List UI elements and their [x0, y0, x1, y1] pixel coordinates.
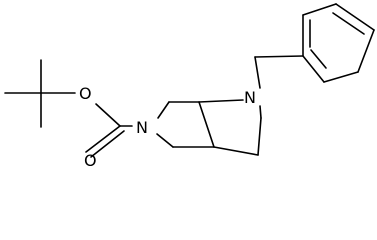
ring-bond-c2-c3 — [198, 101, 215, 148]
ring-bond-c4-n5 — [156, 133, 174, 148]
benzyl-group — [254, 3, 375, 89]
n-to-ch2-bond — [254, 56, 261, 89]
ring-bond-n1-c6 — [259, 105, 262, 119]
phenyl-bond-3 — [357, 29, 375, 73]
phenyl-bond-4 — [335, 3, 375, 31]
phenyl-inner-double-bond-a — [310, 49, 327, 69]
ester-oxygen-to-carbonyl-bond — [95, 103, 121, 127]
pyrrolidine-nitrogen-label: N — [136, 118, 148, 137]
ester-oxygen-label: O — [79, 84, 92, 103]
ring-bond-c2-n1 — [198, 99, 244, 103]
phenyl-bond-1 — [302, 55, 325, 83]
phenyl-inner-double-bond-b — [332, 12, 365, 35]
carbonyl-oxygen-label: O — [84, 151, 97, 170]
ring-bond-c6-c7 — [257, 117, 262, 156]
carbonyl-double-bond-left — [85, 125, 121, 153]
benzyl-nitrogen-label: N — [244, 88, 256, 107]
ch2-to-phenyl-bond — [254, 55, 304, 58]
tert-butyl-group — [4, 59, 76, 128]
chemical-structure: O O N N — [4, 3, 375, 170]
phenyl-bond-5 — [302, 3, 337, 16]
phenyl-bond-2 — [323, 71, 359, 83]
carbamate-group — [85, 103, 133, 158]
ring-bond-c7-c3 — [213, 146, 259, 156]
carbonyl-double-bond-right — [90, 130, 125, 158]
ring-bond-n5-c1 — [157, 101, 170, 119]
bicyclic-core — [156, 99, 262, 156]
